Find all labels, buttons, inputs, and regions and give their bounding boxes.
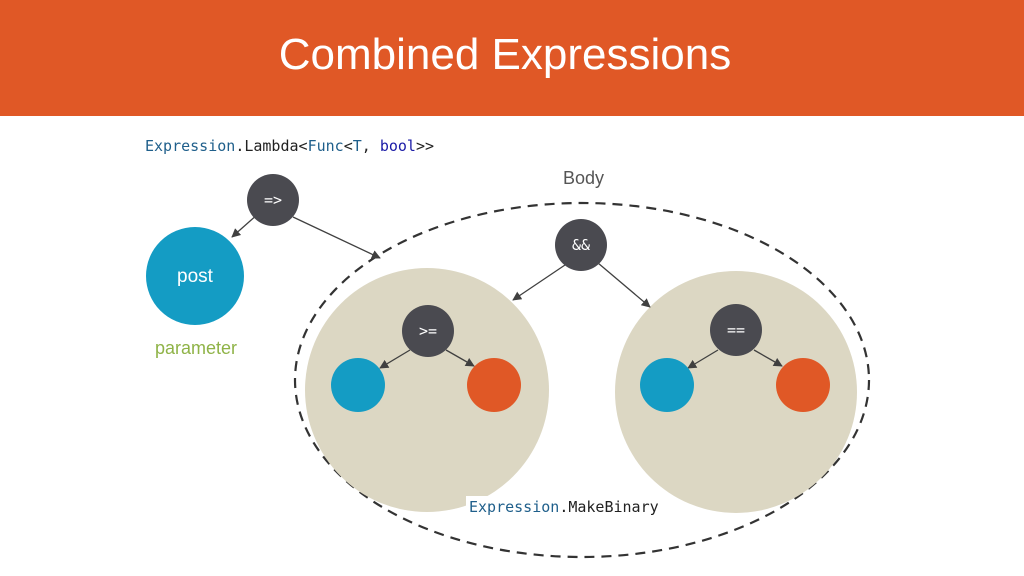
eq-right-operand xyxy=(776,358,830,412)
eq-operator-label: == xyxy=(726,321,746,339)
and-node xyxy=(555,219,607,271)
body-boundary xyxy=(293,201,871,559)
gte-right-operand xyxy=(467,358,521,412)
header-bar xyxy=(0,0,1024,116)
lambda-open: < xyxy=(343,137,353,155)
lambda-type-name: Expression xyxy=(145,137,236,155)
lambda-bool: bool xyxy=(379,137,416,155)
gte-node xyxy=(402,305,454,357)
lambda-close: >> xyxy=(415,137,434,155)
lambda-t: T xyxy=(352,137,362,155)
page-title: Combined Expressions xyxy=(278,30,732,79)
gte-left-operand xyxy=(331,358,385,412)
edge-and-to-eq xyxy=(597,262,651,308)
edge-gte-left xyxy=(379,349,411,369)
lambda-call-code: Expression.Lambda<Func<T, bool>> xyxy=(145,137,434,155)
edge-lambda-to-param xyxy=(231,213,259,238)
edge-eq-left xyxy=(687,349,719,369)
lambda-method: .Lambda< xyxy=(235,137,308,155)
param-node xyxy=(146,227,244,325)
gte-group-circle xyxy=(305,268,549,512)
make-binary-code: Expression.MakeBinary xyxy=(466,496,662,518)
edge-gte-right xyxy=(445,349,475,367)
and-operator-label: && xyxy=(571,236,591,254)
eq-left-operand xyxy=(640,358,694,412)
make-binary-method: .MakeBinary xyxy=(559,498,659,516)
make-binary-type-name: Expression xyxy=(469,498,560,516)
edge-and-to-gte xyxy=(512,264,566,301)
body-caption: Body xyxy=(563,168,605,188)
lambda-operator-label: => xyxy=(263,191,283,209)
lambda-node xyxy=(247,174,299,226)
lambda-sep: , xyxy=(361,137,380,155)
parameter-caption: parameter xyxy=(155,338,238,358)
param-name-label: post xyxy=(177,266,213,287)
gte-operator-label: >= xyxy=(418,322,438,340)
lambda-func: Func xyxy=(307,137,344,155)
eq-node xyxy=(710,304,762,356)
eq-group-circle xyxy=(615,271,857,513)
edge-eq-right xyxy=(753,349,783,367)
edge-lambda-to-body xyxy=(292,216,381,259)
